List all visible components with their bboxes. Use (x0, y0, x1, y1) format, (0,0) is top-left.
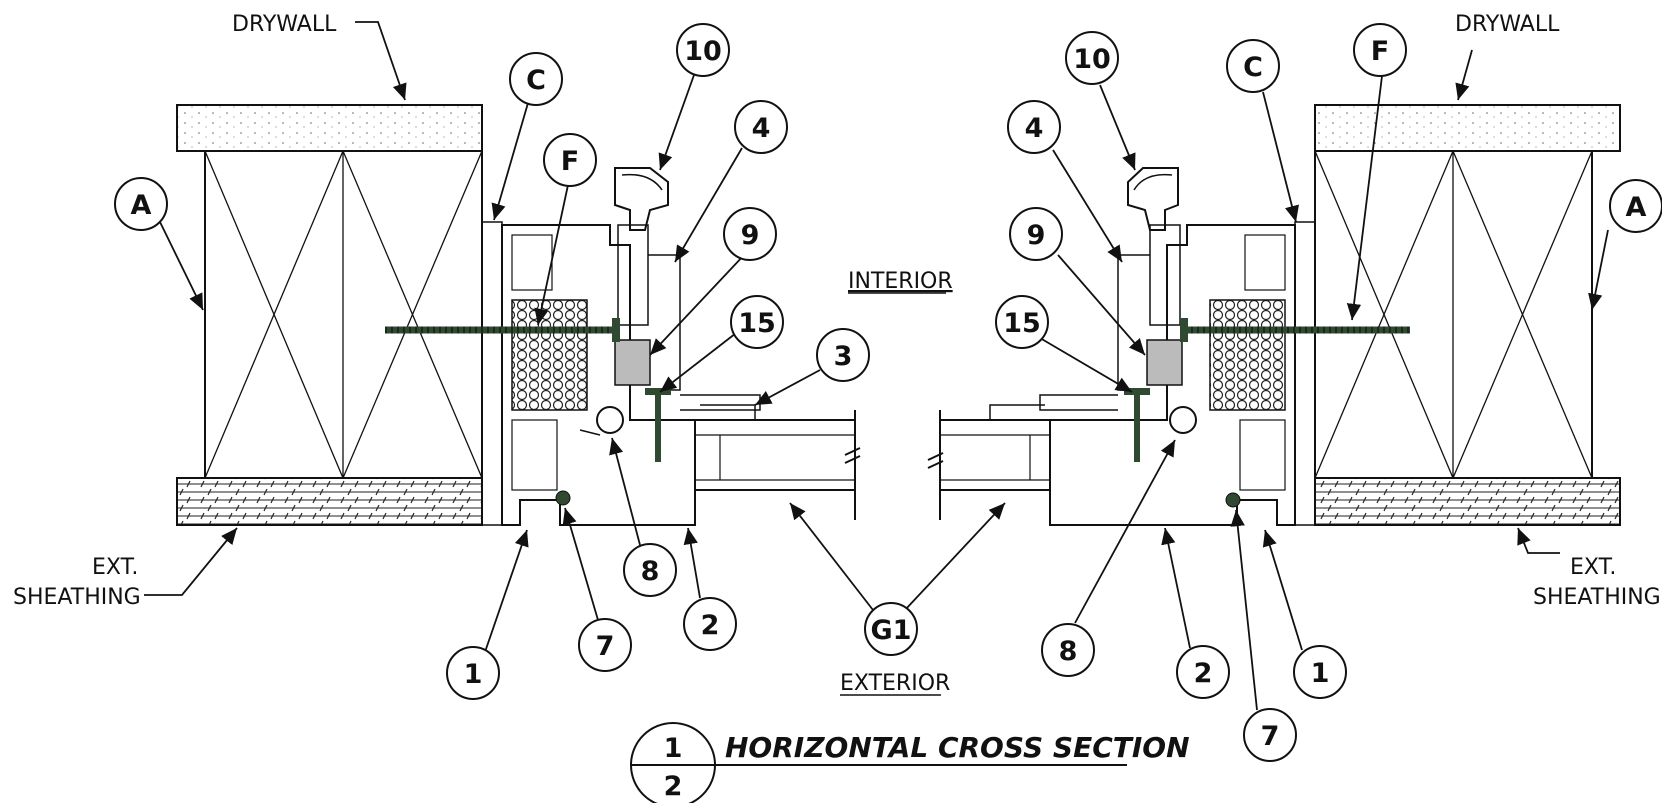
left-window-frame (501, 167, 761, 526)
right-sheathing (1314, 477, 1621, 526)
interior-label: INTERIOR (848, 269, 953, 294)
callout-15-left: 15 (738, 308, 776, 339)
left-weatherstrip (614, 339, 651, 386)
left-glass (694, 410, 861, 520)
callout-7-left: 7 (596, 631, 615, 662)
drawing-title: HORIZONTAL CROSS SECTION (725, 731, 1190, 764)
right-drywall (1314, 104, 1621, 152)
callout-1-right: 1 (1311, 658, 1330, 689)
callout-text: A C F 10 4 9 15 3 8 2 7 1 G1 10 C F 4 9 … (131, 36, 1647, 752)
right-screw (1124, 318, 1410, 462)
callout-10-left: 10 (684, 36, 722, 67)
ext-sheathing-label-left-1: EXT. (92, 555, 138, 580)
callout-8-right: 8 (1059, 636, 1078, 667)
left-drywall (176, 104, 483, 152)
callout-C-right: C (1243, 52, 1263, 83)
right-weatherstrip (1146, 339, 1183, 386)
detail-number: 1 (664, 733, 683, 764)
ext-sheathing-label-right-2: SHEATHING (1533, 585, 1661, 610)
callout-8-left: 8 (641, 556, 660, 587)
callout-10-right: 10 (1073, 44, 1111, 75)
callout-2-left: 2 (701, 610, 720, 641)
callout-1-left: 1 (464, 659, 483, 690)
left-screw (385, 318, 671, 462)
leader-lines (144, 21, 1609, 711)
right-wall (1294, 104, 1621, 526)
callout-3-left: 3 (834, 341, 853, 372)
callout-A-right: A (1626, 192, 1647, 223)
callout-9-right: 9 (1027, 220, 1046, 251)
ext-sheathing-label-right-1: EXT. (1570, 555, 1616, 580)
callout-C-left: C (526, 65, 546, 96)
callouts (114, 23, 1662, 762)
ext-sheathing-label-left-2: SHEATHING (13, 585, 141, 610)
callout-4-right: 4 (1025, 113, 1044, 144)
left-sheathing (176, 477, 483, 526)
exterior-label: EXTERIOR (840, 671, 950, 696)
callout-15-right: 15 (1003, 308, 1041, 339)
callout-F-left: F (561, 146, 579, 177)
callout-4-left: 4 (752, 113, 771, 144)
right-glass (927, 410, 1051, 520)
callout-2-right: 2 (1194, 658, 1213, 689)
right-window-frame (989, 167, 1296, 526)
callout-9-left: 9 (741, 220, 760, 251)
callout-F-right: F (1371, 36, 1389, 67)
callout-G1: G1 (871, 615, 912, 646)
callout-A-left: A (131, 190, 152, 221)
left-wall (176, 104, 503, 526)
callout-7-right: 7 (1261, 721, 1280, 752)
title-block: 1 2 HORIZONTAL CROSS SECTION (630, 722, 1190, 803)
drywall-label-right: DRYWALL (1455, 12, 1560, 37)
drywall-label-left: DRYWALL (232, 12, 337, 37)
sheet-number: 2 (664, 771, 683, 802)
